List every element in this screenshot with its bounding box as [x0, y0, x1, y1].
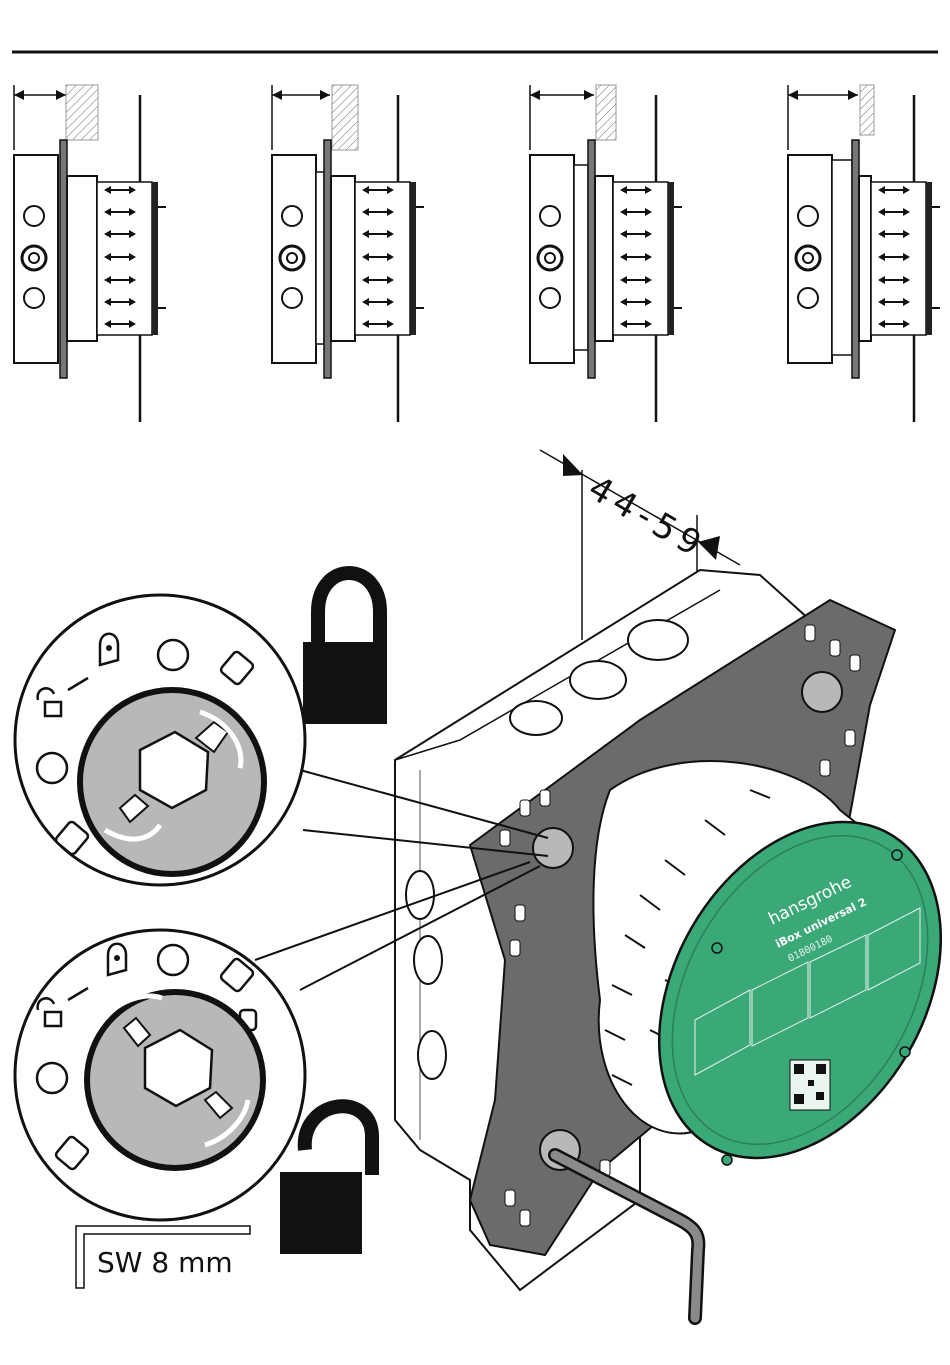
section-view-3	[530, 85, 682, 422]
ibox-assembly: hansgrohe iBox universal 2 01800180	[395, 570, 950, 1290]
section-view-2	[272, 85, 424, 422]
detail-unlocked	[15, 930, 305, 1220]
lock-hub	[533, 828, 573, 868]
qr-code-icon	[790, 1060, 830, 1110]
port-hole	[418, 1031, 446, 1079]
tool-label: SW 8 mm	[97, 1246, 233, 1279]
tool-label-group: SW 8 mm	[76, 1226, 250, 1288]
section-view-1	[14, 85, 166, 422]
port-hole	[406, 871, 434, 919]
port-hole	[414, 936, 442, 984]
detail-locked	[15, 595, 305, 885]
lock-hub	[802, 672, 842, 712]
padlock-closed-icon	[303, 573, 387, 724]
port-hole	[570, 661, 626, 699]
section-view-4	[788, 85, 940, 422]
port-hole	[628, 620, 688, 660]
dimension-label: 44-59	[582, 468, 714, 567]
port-hole	[510, 701, 562, 735]
